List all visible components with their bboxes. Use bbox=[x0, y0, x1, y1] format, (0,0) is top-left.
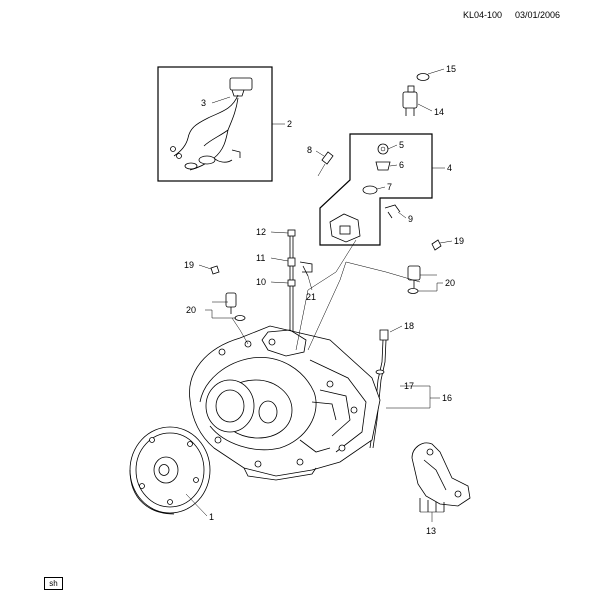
wiring-harness-drawing bbox=[170, 77, 253, 171]
callout-19-right: 19 bbox=[454, 236, 464, 246]
callout-9: 9 bbox=[408, 214, 413, 224]
callout-7: 7 bbox=[387, 182, 392, 192]
callout-16: 16 bbox=[442, 393, 452, 403]
sh-badge: sh bbox=[44, 577, 63, 590]
diagram-code: KL04-100 bbox=[463, 10, 502, 20]
range-group-box bbox=[319, 133, 433, 246]
diagram-date: 03/01/2006 bbox=[515, 10, 560, 20]
callout-1: 1 bbox=[209, 512, 214, 522]
callout-17: 17 bbox=[404, 381, 414, 391]
callout-11: 11 bbox=[256, 253, 265, 263]
speed-sensor-right-drawing bbox=[407, 239, 442, 294]
callout-14: 14 bbox=[434, 107, 444, 117]
callout-6: 6 bbox=[399, 160, 404, 170]
solenoid-drawing bbox=[402, 73, 430, 116]
transmission-housing-drawing bbox=[189, 325, 381, 481]
callout-21: 21 bbox=[306, 292, 316, 302]
callout-15: 15 bbox=[446, 64, 456, 74]
harness-group-box bbox=[157, 66, 273, 182]
callout-13: 13 bbox=[426, 526, 436, 536]
bolt-8-drawing bbox=[321, 151, 334, 165]
callout-4: 4 bbox=[447, 163, 452, 173]
callout-20-right: 20 bbox=[445, 278, 455, 288]
range-sensor-drawing bbox=[329, 143, 401, 243]
callout-19-left: 19 bbox=[184, 260, 194, 270]
callout-12: 12 bbox=[256, 227, 266, 237]
callout-18: 18 bbox=[404, 321, 414, 331]
callout-8: 8 bbox=[307, 145, 312, 155]
mount-bracket-drawing bbox=[411, 442, 471, 512]
callout-2: 2 bbox=[287, 119, 292, 129]
callout-20-left: 20 bbox=[186, 305, 196, 315]
callout-3: 3 bbox=[201, 98, 206, 108]
torque-converter-drawing bbox=[129, 426, 211, 515]
callout-5: 5 bbox=[399, 140, 404, 150]
callout-10: 10 bbox=[256, 277, 266, 287]
leader-lines bbox=[185, 68, 453, 522]
speed-sensor-left-drawing bbox=[210, 265, 246, 321]
